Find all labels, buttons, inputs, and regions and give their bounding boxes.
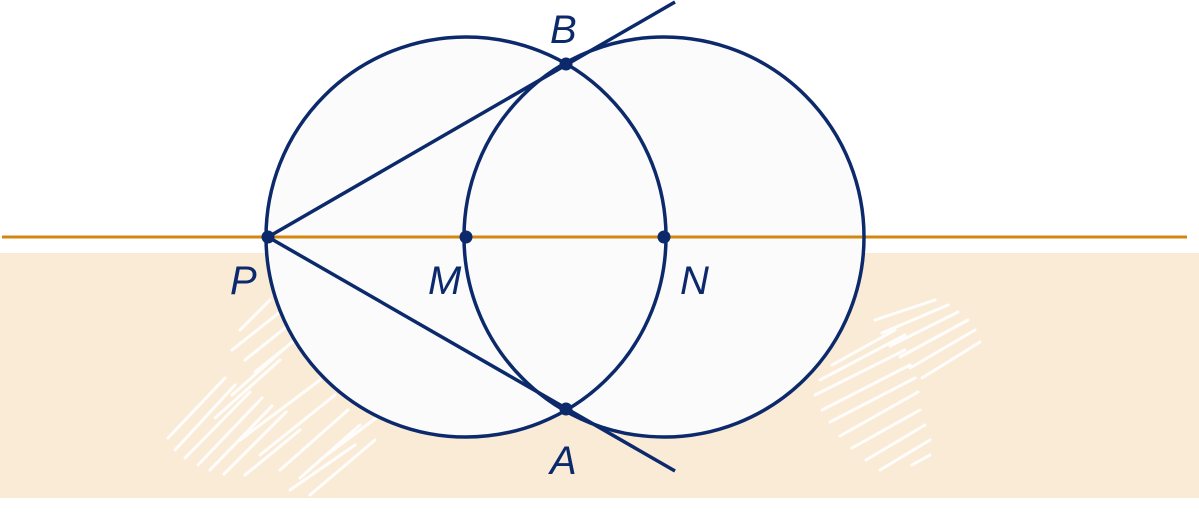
point-a — [559, 402, 573, 416]
point-m — [459, 230, 473, 244]
tangent-line-pb — [267, 0, 676, 239]
tangent-line-pa — [267, 235, 676, 473]
point-b — [559, 57, 573, 71]
label-p: P — [230, 259, 257, 303]
point-n — [657, 230, 671, 244]
label-n: N — [680, 259, 709, 303]
label-a: A — [548, 439, 577, 483]
label-b: B — [550, 8, 577, 52]
point-p — [261, 230, 275, 244]
hatch-texture — [166, 298, 982, 497]
label-m: M — [428, 259, 462, 303]
